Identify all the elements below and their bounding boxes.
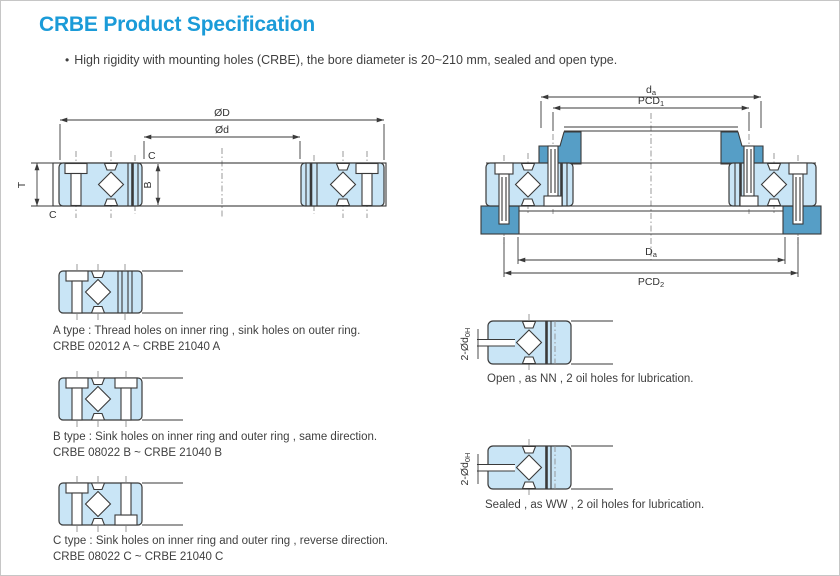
t-dimension: T (16, 163, 40, 206)
type-b-caption: B type : Sink holes on inner ring and ou… (53, 429, 377, 461)
outer-ring-bolt-left (494, 162, 514, 225)
type-c-range: CRBE 08022 C ~ CRBE 21040 C (53, 551, 224, 563)
sealed-section: 2-Ød0H (459, 439, 613, 496)
page-title: CRBE Product Specification (39, 13, 316, 36)
bore-label: Ød (215, 124, 229, 136)
type-a-description: A type : Thread holes on inner ring , si… (53, 325, 361, 337)
type-c-caption: C type : Sink holes on inner ring and ou… (53, 533, 388, 565)
sealed-caption: Sealed , as WW , 2 oil holes for lubrica… (485, 499, 705, 511)
open-oil-hole-label: 2-Ød0H (459, 328, 472, 361)
b-label: B (142, 181, 154, 188)
bore-dimension: Ød (143, 124, 301, 159)
type-a-caption: A type : Thread holes on inner ring , si… (53, 323, 360, 355)
inner-ring-bolt-left (543, 145, 563, 207)
b-dimension: B (142, 164, 161, 205)
chamfer-top-label: C (148, 150, 156, 162)
Da-dimension: Da (517, 237, 786, 264)
left-bearing-section (58, 162, 143, 207)
od-dimension: ØD (59, 107, 385, 160)
type-b-range: CRBE 08022 B ~ CRBE 21040 B (53, 447, 223, 459)
cross-section-drawing: ØD Ød C B T C (16, 107, 387, 221)
bullet-icon: • (65, 53, 70, 67)
da-dimension: da (540, 84, 762, 128)
type-b-section (58, 371, 183, 427)
sealed-oil-hole-label: 2-Ød0H (459, 453, 472, 486)
type-a-section (58, 264, 183, 320)
thread-hole (117, 271, 133, 313)
od-label: ØD (214, 107, 230, 119)
pcd1-dimension: PCD1 (552, 95, 750, 131)
mounting-drawing: da PCD1 Da PCD2 (480, 84, 822, 289)
type-b-description: B type : Sink holes on inner ring and ou… (53, 431, 378, 443)
da-label: da (646, 84, 657, 97)
open-section: 2-Ød0H (459, 314, 613, 371)
pcd2-dimension: PCD2 (503, 237, 799, 289)
feature-bullet-text: High rigidity with mounting holes (CRBE)… (74, 53, 618, 67)
lubrication-drawing: 2-Ød0H 2-Ød0H (459, 314, 613, 496)
oil-hole (477, 329, 515, 359)
type-a-range: CRBE 02012 A ~ CRBE 21040 A (53, 341, 221, 353)
feature-bullet: • High rigidity with mounting holes (CRBE… (65, 53, 617, 67)
t-label: T (16, 181, 28, 188)
pcd1-label: PCD1 (638, 95, 664, 108)
type-c-section (58, 476, 183, 532)
type-sections-drawing (58, 264, 183, 532)
type-c-description: C type : Sink holes on inner ring and ou… (53, 535, 388, 547)
inner-ring-bolt-right (739, 145, 759, 207)
open-caption: Open , as NN , 2 oil holes for lubricati… (487, 373, 694, 385)
pcd2-label: PCD2 (638, 276, 664, 289)
upper-flange (538, 126, 764, 165)
outer-ring-bolt-right (788, 162, 808, 225)
oil-hole (477, 454, 515, 484)
chamfer-bottom-label: C (49, 209, 57, 221)
Da-label: Da (645, 246, 658, 259)
right-bearing-section (300, 162, 385, 207)
